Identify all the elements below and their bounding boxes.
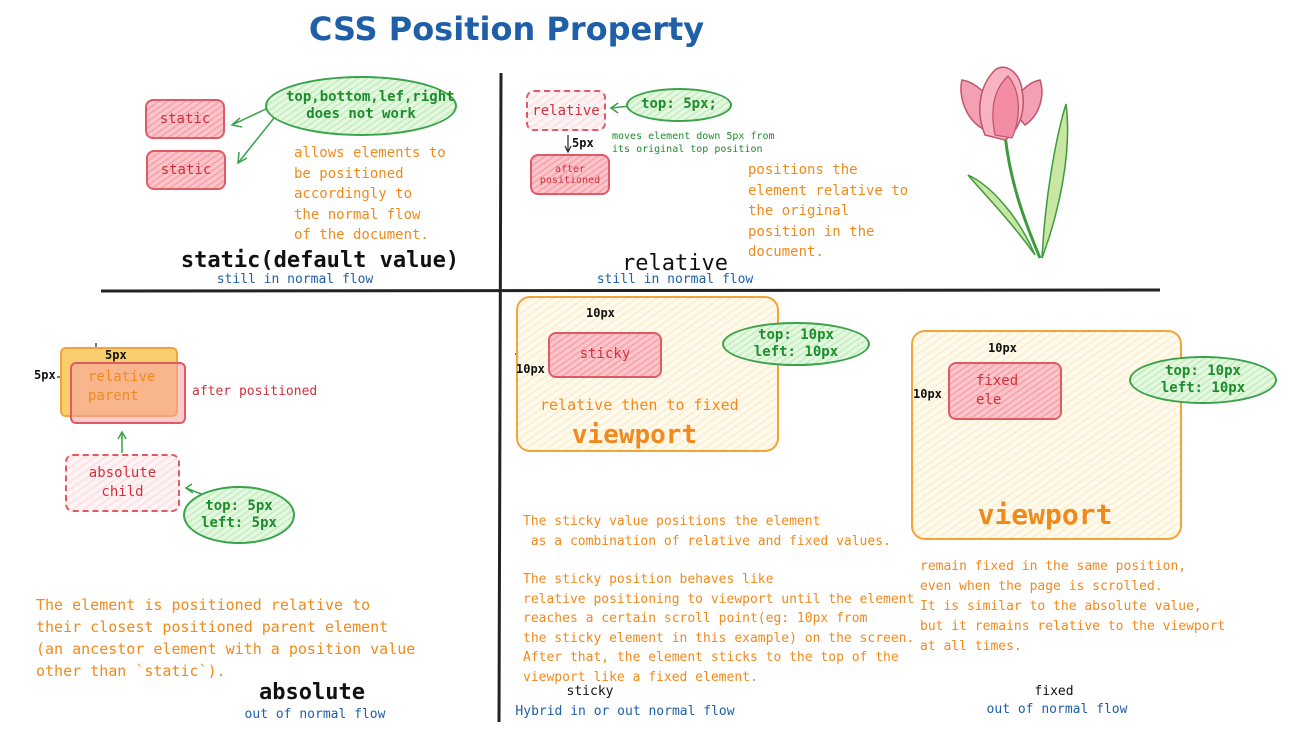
relative-description: positions the element relative to the or… bbox=[748, 160, 908, 263]
absolute-note-line: top: 5px bbox=[205, 497, 273, 514]
fixed-heading: fixed bbox=[1034, 684, 1074, 699]
relative-offset-label: 5px bbox=[572, 136, 594, 150]
sticky-desc2-line: viewport like a fixed element. bbox=[523, 669, 758, 685]
absolute-child-label-line: absolute bbox=[88, 465, 157, 481]
absolute-desc-line: The element is positioned relative to bbox=[36, 596, 371, 614]
absolute-desc-line: their closest positioned parent element bbox=[36, 618, 389, 636]
sticky-description-1: The sticky value positions the element a… bbox=[523, 512, 891, 552]
sticky-note-line: top: 10px bbox=[758, 326, 834, 343]
fixed-note-line: left: 10px bbox=[1160, 380, 1246, 396]
horizontal-divider bbox=[100, 288, 1161, 293]
absolute-description: The element is positioned relative to th… bbox=[36, 594, 415, 682]
sticky-description-2: The sticky position behaves like relativ… bbox=[523, 570, 914, 687]
absolute-child-label-line: child bbox=[101, 484, 144, 500]
fixed-description: remain fixed in the same position, even … bbox=[920, 557, 1225, 657]
static-arrow-1 bbox=[231, 107, 269, 126]
fixed-desc-line: but it remains relative to the viewport bbox=[920, 619, 1226, 634]
static-note: top,bottom,lef,right does not work bbox=[265, 76, 457, 136]
static-desc-line: be positioned bbox=[294, 165, 404, 182]
fixed-flow: out of normal flow bbox=[986, 702, 1128, 717]
sticky-desc2-line: reaches a certain scroll point(eg: 10px … bbox=[523, 611, 868, 626]
relative-heading: relative bbox=[622, 251, 728, 276]
fixed-box: fixed ele bbox=[948, 362, 1062, 420]
fixed-left-offset: 10px bbox=[913, 387, 942, 401]
tulip-icon bbox=[960, 66, 1069, 259]
fixed-top-offset: 10px bbox=[988, 341, 1017, 355]
sticky-viewport-label: viewport bbox=[571, 420, 698, 450]
static-note-text: top,bottom,lef,right does not work bbox=[286, 88, 455, 123]
sticky-desc2-line: relative positioning to viewport until t… bbox=[523, 591, 915, 607]
absolute-note-line: left: 5px bbox=[201, 515, 277, 531]
fixed-note-line: top: 10px bbox=[1165, 362, 1241, 379]
sticky-note-line: left: 10px bbox=[753, 344, 839, 360]
static-desc-line: allows elements to bbox=[294, 145, 446, 161]
relative-flow: still in normal flow bbox=[596, 272, 754, 287]
relative-desc-line: element relative to bbox=[748, 182, 909, 199]
absolute-desc-line: (an ancestor element with a position val… bbox=[36, 640, 416, 658]
static-box-1: static bbox=[145, 99, 225, 139]
relative-note-small-line: moves element down 5px from bbox=[612, 131, 775, 142]
relative-desc-line: position in the bbox=[748, 223, 875, 240]
static-arrow-2 bbox=[237, 117, 275, 164]
absolute-left-offset: 5px bbox=[34, 368, 56, 382]
absolute-child-box: absolute child bbox=[65, 454, 180, 512]
sticky-desc2-line: the sticky element in this example) on t… bbox=[523, 630, 915, 646]
static-heading: static(default value) bbox=[180, 248, 460, 273]
relative-parent-label-line: relative bbox=[88, 369, 156, 385]
relative-desc-line: document. bbox=[748, 244, 824, 260]
sticky-box: sticky bbox=[548, 332, 662, 378]
relative-box-original: relative bbox=[526, 90, 606, 131]
relative-parent-positioned: relative parent bbox=[70, 362, 186, 424]
static-desc-line: accordingly to bbox=[294, 186, 413, 202]
fixed-desc-line: at all times. bbox=[920, 639, 1022, 654]
sticky-heading: sticky bbox=[566, 684, 614, 699]
sticky-inner-text: relative then to fixed bbox=[540, 396, 739, 414]
absolute-note: top: 5px left: 5px bbox=[183, 486, 295, 544]
fixed-box-line: fixed bbox=[976, 373, 1019, 389]
sticky-desc1-line: The sticky value positions the element bbox=[523, 514, 821, 529]
static-desc-line: of the document. bbox=[294, 227, 429, 243]
absolute-top-offset: 5px bbox=[105, 348, 127, 362]
relative-parent-label-line: parent bbox=[88, 388, 139, 404]
fixed-box-line: ele bbox=[976, 392, 1002, 408]
fixed-desc-line: It is similar to the absolute value, bbox=[920, 599, 1202, 614]
static-flow: still in normal flow bbox=[216, 272, 374, 287]
sticky-top-offset: 10px bbox=[586, 306, 615, 320]
absolute-after-label: after positioned bbox=[192, 384, 318, 399]
absolute-heading: absolute bbox=[259, 680, 365, 705]
relative-note: top: 5px; bbox=[626, 88, 732, 122]
static-box-2: static bbox=[146, 150, 226, 190]
sticky-desc1-line: as a combination of relative and fixed v… bbox=[523, 534, 891, 549]
fixed-desc-line: remain fixed in the same position, bbox=[920, 559, 1187, 574]
vertical-divider bbox=[497, 72, 503, 723]
absolute-flow: out of normal flow bbox=[244, 707, 386, 722]
sticky-desc2-line: The sticky position behaves like bbox=[523, 572, 774, 587]
relative-note-small: moves element down 5px from its original… bbox=[612, 130, 775, 156]
relative-box-positioned: after positioned bbox=[530, 154, 610, 195]
fixed-viewport-label: viewport bbox=[977, 498, 1113, 531]
fixed-note: top: 10px left: 10px bbox=[1129, 356, 1277, 404]
sticky-desc2-line: After that, the element sticks to the to… bbox=[523, 650, 899, 665]
fixed-desc-line: even when the page is scrolled. bbox=[920, 579, 1163, 594]
relative-desc-line: the original bbox=[748, 203, 850, 219]
sticky-left-offset: 10px bbox=[516, 362, 545, 376]
static-description: allows elements to be positioned accordi… bbox=[294, 143, 446, 246]
relative-note-small-line: its original top position bbox=[612, 144, 763, 155]
absolute-desc-line: other than `static`). bbox=[36, 662, 226, 680]
page-title: CSS Position Property bbox=[308, 10, 705, 48]
sticky-flow: Hybrid in or out normal flow bbox=[515, 704, 735, 719]
relative-desc-line: positions the bbox=[748, 162, 858, 178]
sticky-note: top: 10px left: 10px bbox=[722, 322, 870, 366]
static-desc-line: the normal flow bbox=[294, 206, 421, 223]
